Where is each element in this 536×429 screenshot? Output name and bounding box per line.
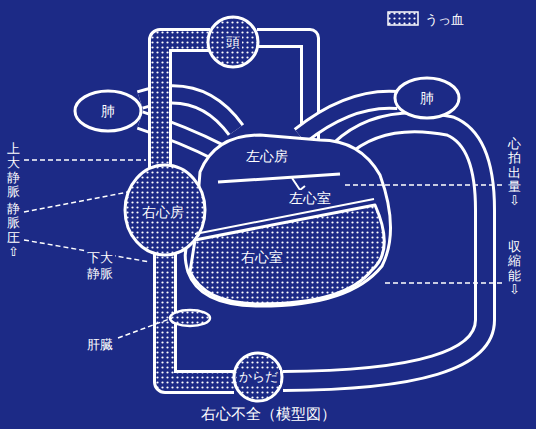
head-circle — [208, 17, 258, 67]
lung-shape — [395, 78, 459, 118]
node-text: 肺 — [99, 103, 117, 119]
legend-text: うっ血 — [423, 13, 466, 28]
node-text: 右心室 — [239, 249, 285, 265]
chamber-label: 右心室 — [239, 249, 285, 265]
chamber-label: 頭 — [224, 34, 242, 50]
right-ventricle-shape — [190, 205, 384, 304]
anatomy-label: 心拍出量⇩ — [508, 135, 521, 210]
legend-swatch — [387, 11, 419, 26]
chamber-label: 肺 — [418, 90, 436, 106]
valve-arrow — [292, 178, 305, 190]
anatomy-label: 収縮能⇩ — [508, 238, 521, 299]
node-text: 右心房 — [140, 204, 186, 220]
node-text: からだ — [237, 370, 280, 385]
node-text: 左心室 — [287, 190, 333, 206]
label-text: 心拍出量⇩ — [508, 135, 521, 210]
label-text: 上大静脈 — [7, 140, 20, 201]
node-text: 肺 — [418, 90, 436, 106]
node-text: 頭 — [224, 34, 242, 50]
anatomy-label: 下大静脈 — [85, 250, 115, 281]
chamber-label: 左心室 — [287, 190, 333, 206]
label-text: 収縮能⇩ — [508, 238, 521, 299]
figure-caption: 右心不全（模型図） — [199, 404, 338, 423]
node-text: 左心房 — [244, 148, 290, 164]
anatomy-label: 上大静脈 — [7, 140, 20, 201]
right-atrium-shape — [125, 165, 205, 255]
label-text: 下大静脈 — [85, 250, 115, 281]
lung-shape — [75, 91, 141, 131]
chamber-label: 肺 — [99, 103, 117, 119]
chamber-label: 右心房 — [140, 204, 186, 220]
leader-lines — [24, 160, 502, 338]
chamber-label: からだ — [237, 370, 280, 385]
label-text: 肝臓 — [85, 338, 115, 353]
ventricle-wall — [195, 199, 374, 234]
anatomy-label: 静脈圧⇧ — [7, 200, 20, 261]
caption-text: 右心不全（模型図） — [199, 406, 338, 423]
legend-entry: うっ血 — [423, 9, 466, 28]
body-circle — [234, 353, 282, 401]
liver-shape — [170, 310, 210, 326]
anatomy-label: 肝臓 — [85, 334, 115, 353]
label-text: 静脈圧⇧ — [7, 200, 20, 261]
atrium-divider — [218, 174, 340, 182]
chamber-label: 左心房 — [244, 148, 290, 164]
heart-outline — [185, 135, 390, 306]
